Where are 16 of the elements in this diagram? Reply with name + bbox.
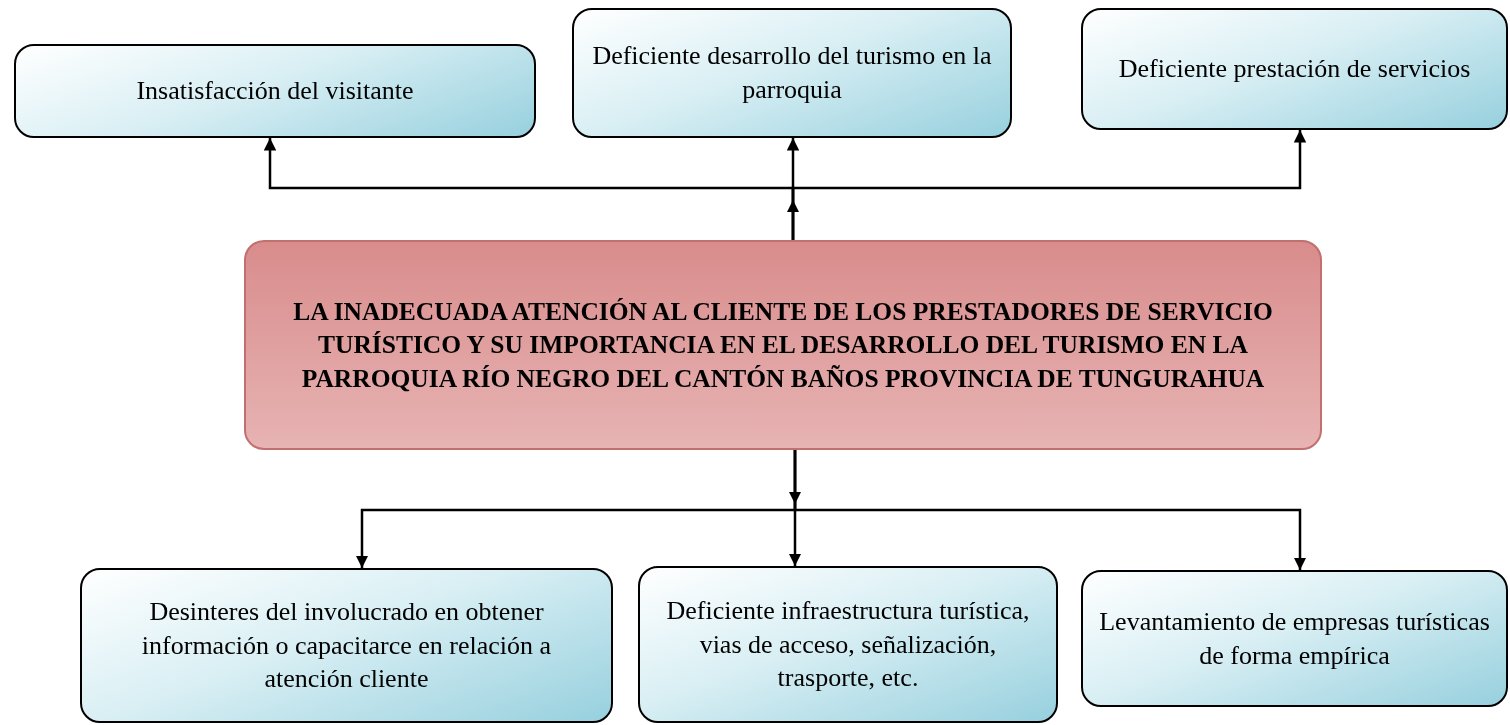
connector-arrow [793, 450, 1307, 570]
box-text: Desinteres del involucrado en obtener información o capacitarce en relación a atención cliente [140, 595, 553, 696]
connector-arrow [791, 130, 1307, 240]
rounded-box [1081, 8, 1508, 130]
box-text: Deficiente infraestructura turística, vias de acceso, señalización, trasporte, etc. [665, 594, 1031, 695]
rounded-box [638, 566, 1058, 723]
problem-box [244, 240, 1322, 450]
box-text: Deficiente desarrollo del turismo en la parroquia [591, 40, 993, 106]
rounded-box [14, 44, 536, 138]
box-text: Levantamiento de empresas turísticas de forma empírica [1098, 605, 1491, 672]
box-text: LA INADECUADA ATENCIÓN AL CLIENTE DE LOS PRESTADORES DE SERVICIO TURÍSTICO Y SU IMPORTANCIA EN EL DESARROLLO DEL TURISMO EN LA PARROQUIA RÍO NEGRO DEL CANTÓN BAÑOS PROVINCIA DE TUNGURAHUA [292, 296, 1274, 395]
box-text: Insatisfacción del visitante [136, 75, 414, 108]
rounded-box [80, 568, 613, 723]
rounded-box [1081, 570, 1508, 707]
rounded-box [572, 8, 1012, 138]
box-text: Deficiente prestación de servicios [1118, 53, 1471, 86]
